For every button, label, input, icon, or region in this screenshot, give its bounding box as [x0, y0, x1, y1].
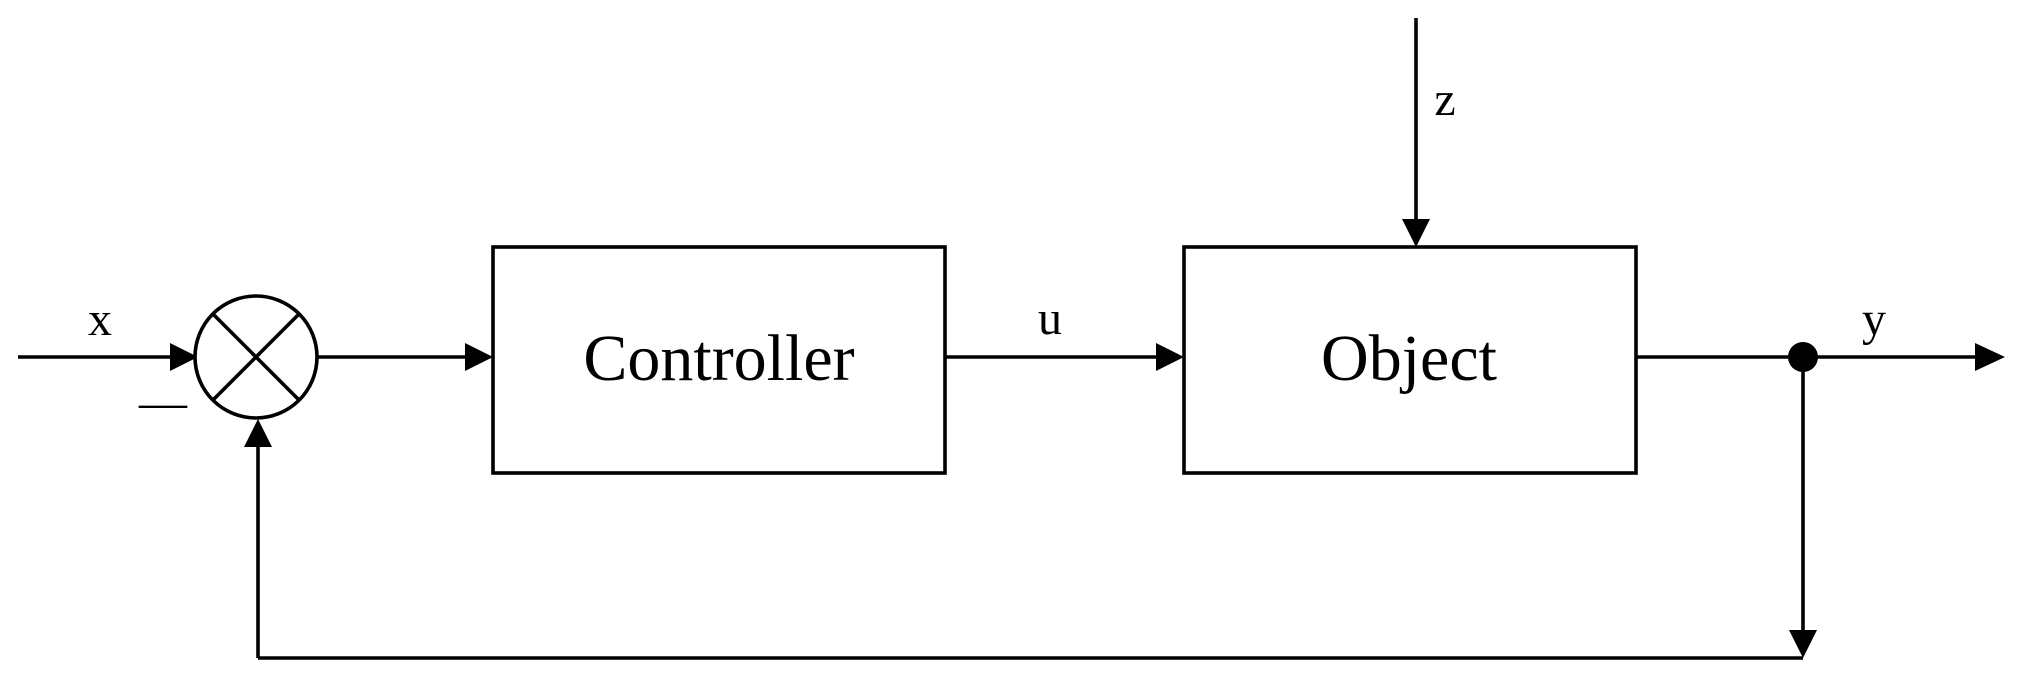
summing-junction-cross-b	[211, 312, 301, 402]
controller-label: Controller	[583, 322, 854, 395]
controller-box	[491, 245, 947, 475]
control-signal-arrow	[1156, 343, 1184, 371]
junction-to-controller-arrow	[465, 343, 493, 371]
control-signal-label: u	[1038, 292, 1062, 345]
output-label: y	[1862, 293, 1886, 346]
controller-block: Controller	[491, 245, 947, 475]
input-arrow	[170, 343, 198, 371]
input-label: x	[88, 293, 112, 346]
object-block: Object	[1182, 245, 1638, 475]
output-arrow	[1975, 343, 2005, 371]
disturbance-arrow	[1402, 219, 1430, 247]
disturbance-label: z	[1434, 73, 1455, 126]
object-box	[1182, 245, 1638, 475]
feedback-up-arrow	[244, 419, 272, 447]
object-label: Object	[1321, 322, 1497, 395]
minus-sign: —	[138, 376, 188, 429]
feedback-down-arrow	[1789, 630, 1817, 658]
summing-junction	[193, 294, 319, 420]
